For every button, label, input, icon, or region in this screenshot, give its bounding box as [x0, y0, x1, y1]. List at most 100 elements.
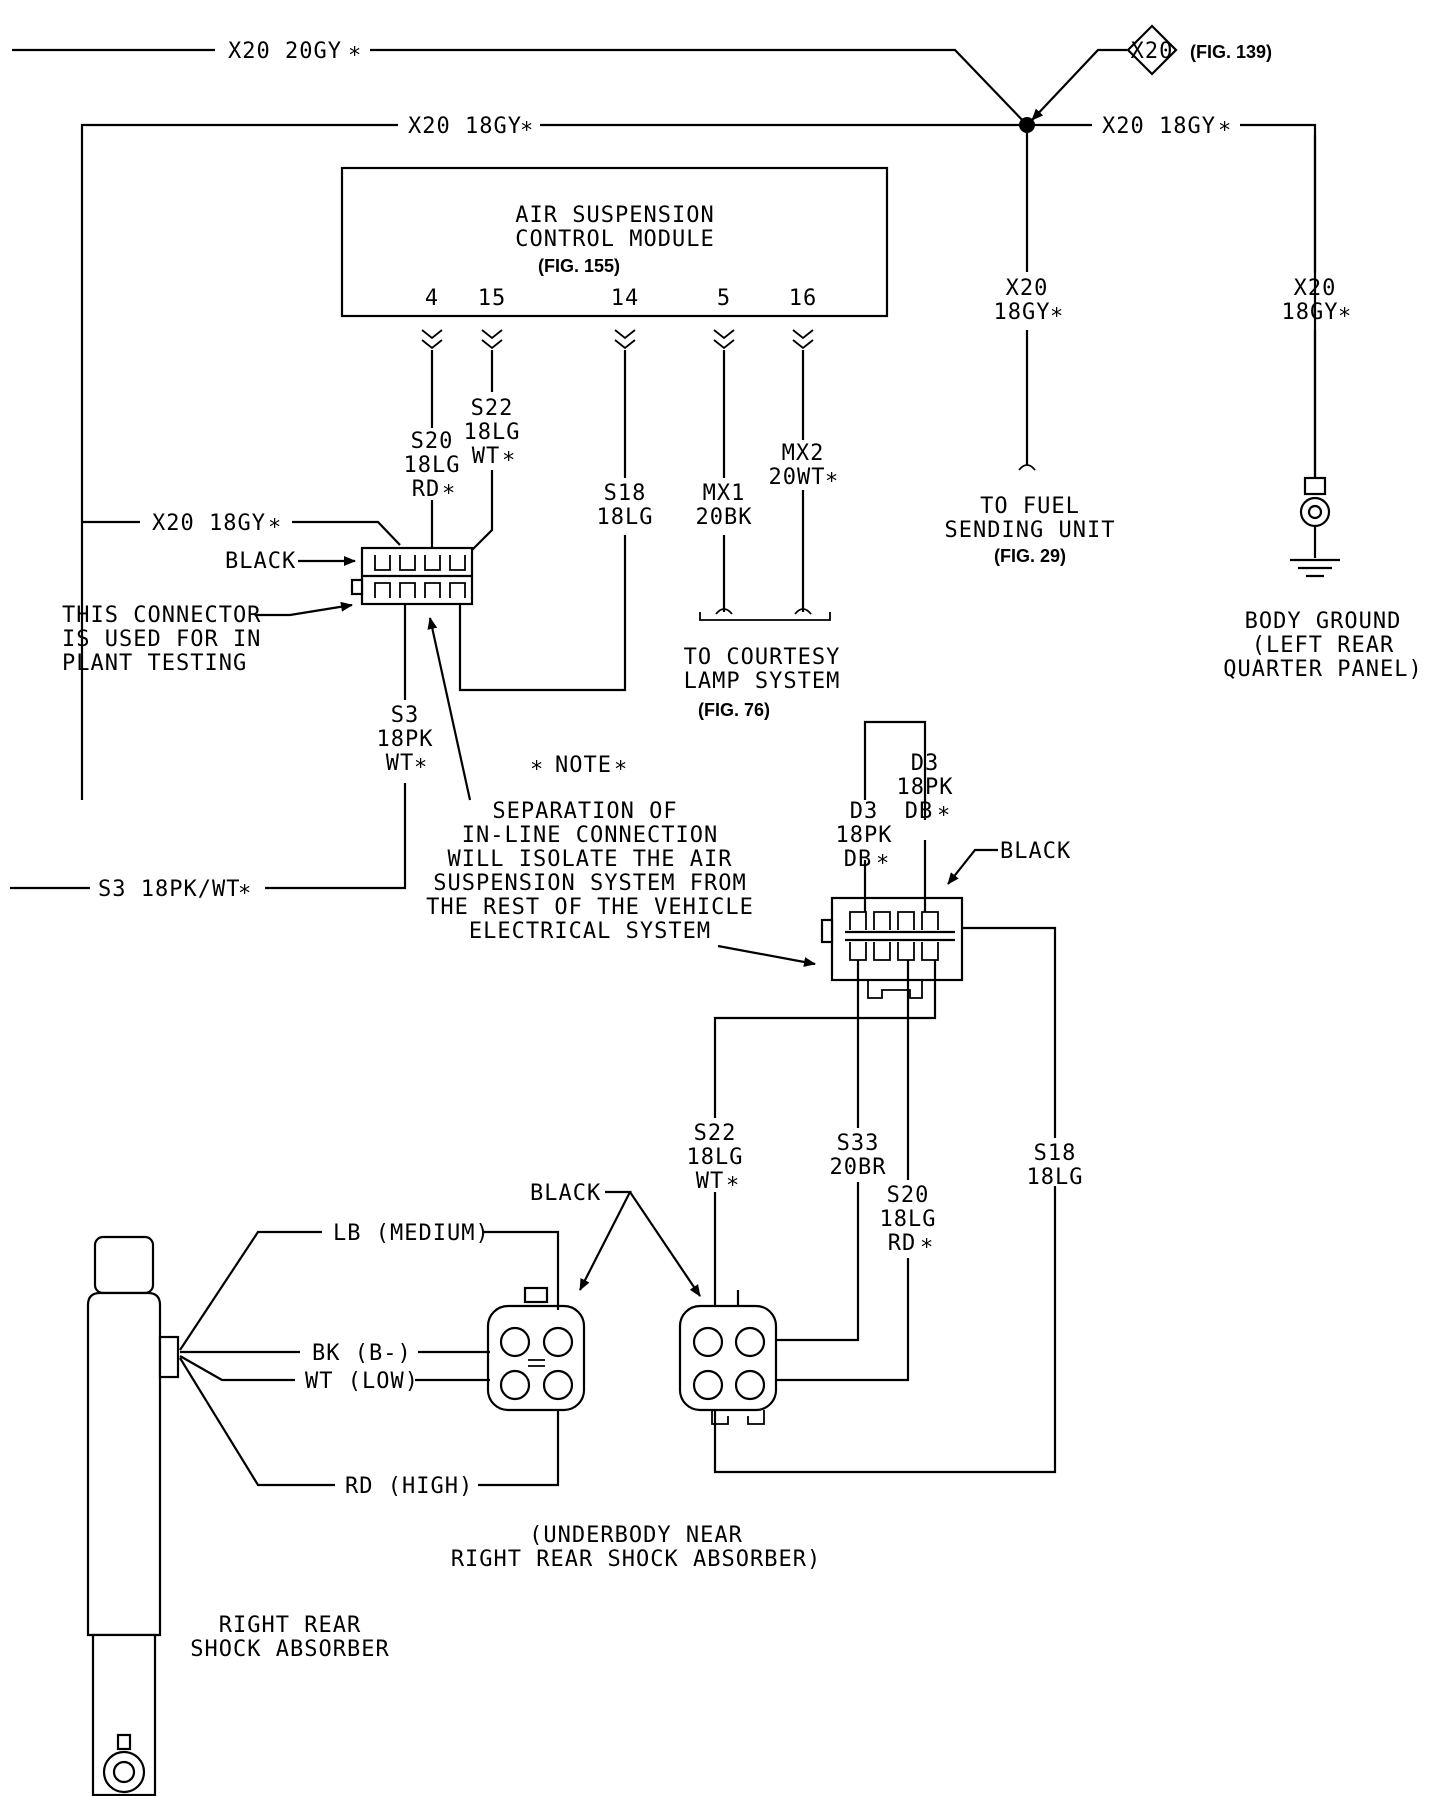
- svg-text:∗: ∗: [937, 799, 951, 824]
- shock-absorber-icon: [86, 1235, 180, 1796]
- svg-text:∗: ∗: [825, 465, 839, 490]
- svg-text:∗: ∗: [520, 114, 534, 139]
- svg-text:20BR: 20BR: [830, 1155, 887, 1180]
- black-label-test-connector: BLACK: [225, 549, 356, 574]
- wire-s20-upper: S20 18LG RD ∗: [404, 350, 459, 565]
- svg-text:18GY: 18GY: [1282, 300, 1339, 325]
- svg-text:QUARTER PANEL): QUARTER PANEL): [1223, 657, 1422, 682]
- svg-text:(FIG. 29): (FIG. 29): [994, 546, 1066, 566]
- wire-x20-ground: X20 18GY ∗: [1282, 135, 1352, 478]
- svg-text:S18: S18: [1034, 1141, 1077, 1166]
- svg-text:BLACK: BLACK: [530, 1181, 601, 1206]
- svg-text:WT: WT: [696, 1169, 725, 1194]
- note-block: ∗ NOTE ∗ SEPARATION OF IN-LINE CONNECTIO…: [426, 617, 816, 967]
- svg-text:SEPARATION OF: SEPARATION OF: [492, 799, 677, 824]
- svg-text:15: 15: [478, 286, 507, 311]
- x20-diamond: X20 (FIG. 139): [1126, 24, 1272, 76]
- svg-text:5: 5: [717, 286, 731, 311]
- black-label-inline: BLACK: [947, 839, 1070, 885]
- test-connector-note: THIS CONNECTOR IS USED FOR IN PLANT TEST…: [62, 601, 353, 676]
- svg-text:LB (MEDIUM): LB (MEDIUM): [333, 1221, 490, 1246]
- svg-text:18PK: 18PK: [897, 775, 954, 800]
- svg-text:∗: ∗: [1338, 300, 1352, 325]
- wire-d3-loop: D3 18PK DB ∗ D3 18PK DB ∗: [836, 720, 954, 912]
- svg-text:∗: ∗: [1050, 300, 1064, 325]
- svg-text:AIR SUSPENSION: AIR SUSPENSION: [515, 203, 714, 228]
- wire-x20-18gy-top: X20 18GY ∗: [80, 114, 1027, 800]
- svg-text:X20 18GY: X20 18GY: [152, 511, 266, 536]
- air-suspension-control-module: AIR SUSPENSION CONTROL MODULE (FIG. 155)…: [340, 166, 889, 318]
- svg-text:IN-LINE CONNECTION: IN-LINE CONNECTION: [462, 823, 718, 848]
- svg-text:RD: RD: [888, 1231, 917, 1256]
- svg-text:WILL ISOLATE THE AIR: WILL ISOLATE THE AIR: [448, 847, 733, 872]
- shock-leads: LB (MEDIUM) BK (B-) WT (LOW) RD (HIGH): [179, 1221, 560, 1499]
- svg-text:18PK: 18PK: [377, 727, 434, 752]
- black-label-shock: BLACK: [530, 1181, 701, 1297]
- svg-text:∗: ∗: [442, 477, 456, 502]
- splice-node: [1019, 48, 1127, 133]
- svg-text:(UNDERBODY NEAR: (UNDERBODY NEAR: [529, 1523, 743, 1548]
- svg-text:∗: ∗: [614, 753, 628, 778]
- svg-text:X20 20GY: X20 20GY: [228, 39, 342, 64]
- svg-text:TO COURTESY: TO COURTESY: [684, 645, 841, 670]
- svg-text:S3: S3: [391, 703, 420, 728]
- svg-text:(FIG. 76): (FIG. 76): [698, 700, 770, 720]
- svg-text:S22: S22: [694, 1121, 737, 1146]
- wire-s18-upper: S18 18LG: [458, 350, 654, 692]
- courtesy-lamp-bracket: TO COURTESY LAMP SYSTEM (FIG. 76): [684, 612, 841, 720]
- svg-text:∗: ∗: [530, 753, 544, 778]
- svg-text:∗: ∗: [502, 444, 516, 469]
- wire-s18-lower: S18 18LG: [713, 926, 1084, 1474]
- svg-text:THIS CONNECTOR: THIS CONNECTOR: [62, 603, 261, 628]
- wire-x20-18gy-right: X20 18GY ∗: [1027, 114, 1317, 478]
- wire-s3: S3 18PK WT ∗ S3 18PK/WT ∗: [10, 604, 434, 902]
- svg-text:RD: RD: [412, 477, 441, 502]
- svg-text:∗: ∗: [268, 511, 282, 536]
- svg-text:∗: ∗: [1218, 114, 1232, 139]
- wire-x20-fuel: X20 18GY ∗: [994, 133, 1064, 471]
- svg-text:20BK: 20BK: [696, 505, 753, 530]
- svg-text:S20: S20: [887, 1183, 930, 1208]
- svg-text:BODY GROUND: BODY GROUND: [1245, 609, 1402, 634]
- svg-text:BK (B-): BK (B-): [312, 1341, 412, 1366]
- svg-text:TO FUEL: TO FUEL: [980, 494, 1080, 519]
- svg-text:DB: DB: [844, 847, 873, 872]
- ground-icon: [1290, 476, 1340, 578]
- svg-text:(LEFT REAR: (LEFT REAR: [1252, 633, 1394, 658]
- shock-absorber-label: RIGHT REAR SHOCK ABSORBER: [190, 1613, 388, 1662]
- svg-text:(FIG. 155): (FIG. 155): [538, 256, 620, 276]
- wire-x20-18gy-left: X20 18GY ∗: [82, 511, 401, 546]
- svg-text:PLANT TESTING: PLANT TESTING: [62, 651, 247, 676]
- svg-text:S33: S33: [837, 1131, 880, 1156]
- svg-text:X20: X20: [1131, 39, 1174, 64]
- svg-text:18LG: 18LG: [1027, 1165, 1084, 1190]
- svg-text:18LG: 18LG: [880, 1207, 937, 1232]
- svg-text:S3 18PK/WT: S3 18PK/WT: [98, 877, 240, 902]
- svg-text:X20: X20: [1006, 276, 1049, 301]
- svg-text:RIGHT REAR: RIGHT REAR: [219, 1613, 361, 1638]
- svg-text:IS USED FOR IN: IS USED FOR IN: [62, 627, 261, 652]
- wire-s22-lower: S22 18LG WT ∗: [687, 960, 937, 1320]
- shock-connector: [486, 1286, 586, 1412]
- svg-text:BLACK: BLACK: [225, 549, 296, 574]
- svg-text:16: 16: [789, 286, 818, 311]
- harness-connector: [678, 1290, 778, 1425]
- fuel-sending-unit-label: TO FUEL SENDING UNIT (FIG. 29): [945, 494, 1116, 566]
- svg-text:SENDING UNIT: SENDING UNIT: [945, 518, 1116, 543]
- underbody-location-label: (UNDERBODY NEAR RIGHT REAR SHOCK ABSORBE…: [451, 1523, 821, 1572]
- svg-text:D3: D3: [850, 799, 879, 824]
- svg-text:∗: ∗: [876, 847, 890, 872]
- svg-text:∗: ∗: [414, 751, 428, 776]
- svg-text:WT: WT: [386, 751, 415, 776]
- svg-text:18LG: 18LG: [687, 1145, 744, 1170]
- svg-text:∗: ∗: [238, 877, 252, 902]
- svg-text:18LG: 18LG: [597, 505, 654, 530]
- svg-text:CONTROL MODULE: CONTROL MODULE: [515, 227, 714, 252]
- svg-text:18PK: 18PK: [836, 823, 893, 848]
- svg-text:WT (LOW): WT (LOW): [305, 1369, 419, 1394]
- svg-text:RD (HIGH): RD (HIGH): [345, 1474, 473, 1499]
- svg-text:ELECTRICAL SYSTEM: ELECTRICAL SYSTEM: [469, 919, 711, 944]
- svg-text:X20: X20: [1294, 276, 1337, 301]
- svg-text:LAMP SYSTEM: LAMP SYSTEM: [684, 669, 841, 694]
- svg-text:RIGHT REAR SHOCK ABSORBER): RIGHT REAR SHOCK ABSORBER): [451, 1547, 821, 1572]
